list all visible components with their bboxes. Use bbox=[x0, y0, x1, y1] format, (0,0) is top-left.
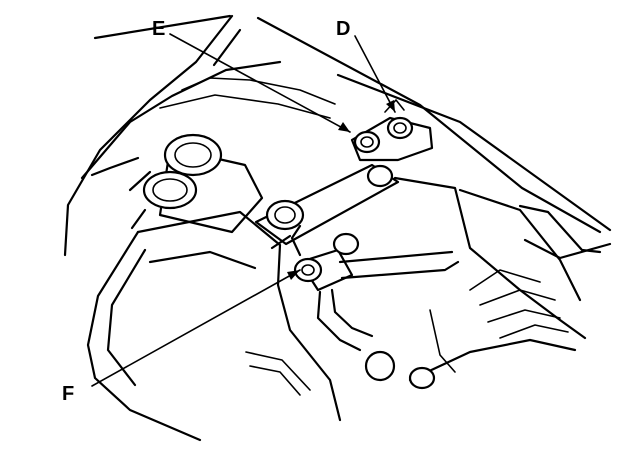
leader-lines bbox=[91, 33, 396, 387]
transmission-case bbox=[86, 210, 342, 442]
shift-rod bbox=[254, 163, 400, 250]
callout-label-e: E bbox=[152, 18, 165, 40]
shift-housing bbox=[364, 176, 587, 390]
rod-end-bracket bbox=[350, 99, 434, 162]
shift-linkage bbox=[290, 224, 460, 352]
callout-label-d: D bbox=[336, 18, 350, 40]
coolant-pipe bbox=[128, 133, 264, 234]
callout-label-f: F bbox=[62, 383, 74, 405]
engine-outline bbox=[63, 14, 612, 260]
